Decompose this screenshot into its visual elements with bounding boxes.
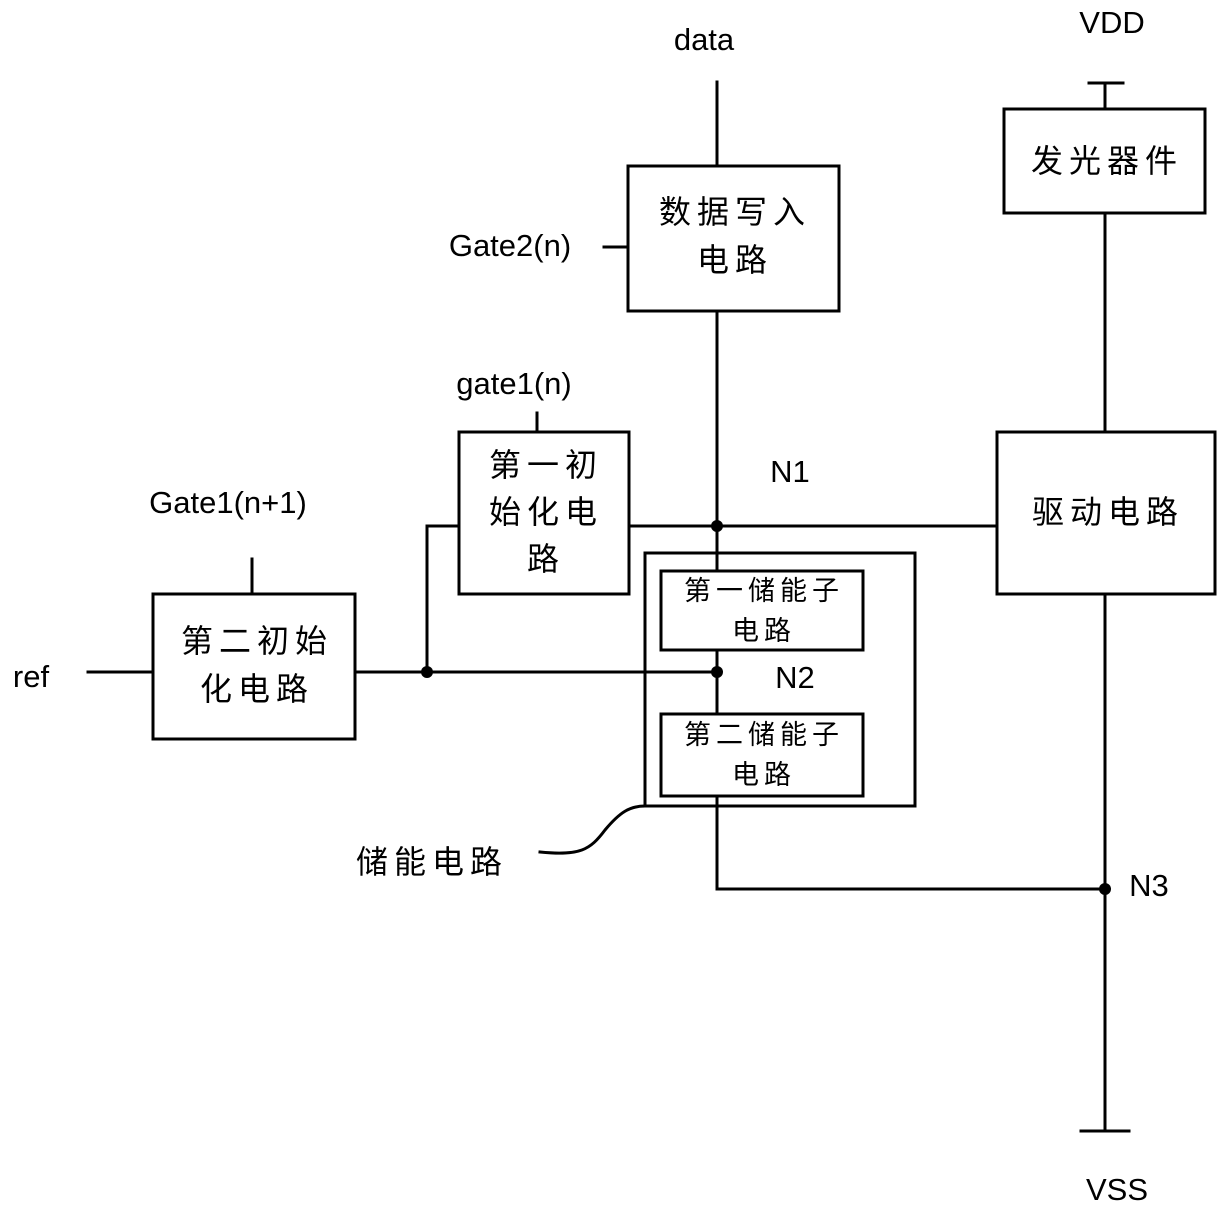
ref-label: ref bbox=[13, 659, 50, 694]
first-storage-line2: 电路 bbox=[732, 616, 796, 647]
storage-circuit-box bbox=[643, 551, 917, 808]
vdd-label: VDD bbox=[1079, 5, 1144, 40]
storage-leader-curve bbox=[538, 804, 647, 855]
gate1n1-label: Gate1(n+1) bbox=[149, 485, 307, 520]
ref-branch-junction-dot bbox=[421, 666, 433, 678]
first-storage-sub-circuit-block: 第一储能子 电路 bbox=[659, 569, 865, 652]
driving-label: 驱动电路 bbox=[1032, 493, 1184, 531]
second-storage-line2: 电路 bbox=[732, 760, 796, 791]
n1-label: N1 bbox=[770, 454, 810, 489]
first-init-line1: 第一初 bbox=[489, 446, 603, 484]
first-storage-line1: 第一储能子 bbox=[684, 576, 844, 607]
second-storage-line1: 第二储能子 bbox=[684, 720, 844, 751]
first-init-left-wire bbox=[425, 524, 461, 674]
light-emitting-device-block: 发光器件 bbox=[1002, 107, 1207, 215]
vss-label: VSS bbox=[1086, 1172, 1148, 1207]
n3-junction-dot bbox=[1099, 883, 1111, 895]
data-write-line1: 数据写入 bbox=[659, 193, 811, 231]
gate1n-label: gate1(n) bbox=[456, 366, 571, 401]
light-emitting-label: 发光器件 bbox=[1031, 142, 1183, 180]
n2-label: N2 bbox=[775, 660, 815, 695]
n3-label: N3 bbox=[1129, 868, 1169, 903]
first-init-line2: 始化电 bbox=[489, 493, 603, 531]
second-init-line2: 化电路 bbox=[200, 670, 314, 708]
n1-junction-dot bbox=[711, 520, 723, 532]
first-init-circuit-block: 第一初 始化电 路 bbox=[457, 430, 631, 596]
data-label: data bbox=[674, 22, 735, 57]
n3-wire bbox=[715, 794, 1107, 891]
first-init-line3: 路 bbox=[527, 540, 565, 578]
second-init-circuit-block: 第二初始 化电路 bbox=[151, 592, 357, 741]
second-init-line1: 第二初始 bbox=[181, 622, 333, 660]
n2-junction-dot bbox=[711, 666, 723, 678]
data-write-circuit-block: 数据写入 电路 bbox=[626, 164, 841, 313]
storage-circuit-label: 储能电路 bbox=[356, 843, 508, 881]
gate2-label: Gate2(n) bbox=[449, 228, 571, 263]
driving-circuit-block: 驱动电路 bbox=[995, 430, 1217, 596]
data-write-line2: 电路 bbox=[697, 241, 773, 279]
second-storage-sub-circuit-block: 第二储能子 电路 bbox=[659, 712, 865, 798]
